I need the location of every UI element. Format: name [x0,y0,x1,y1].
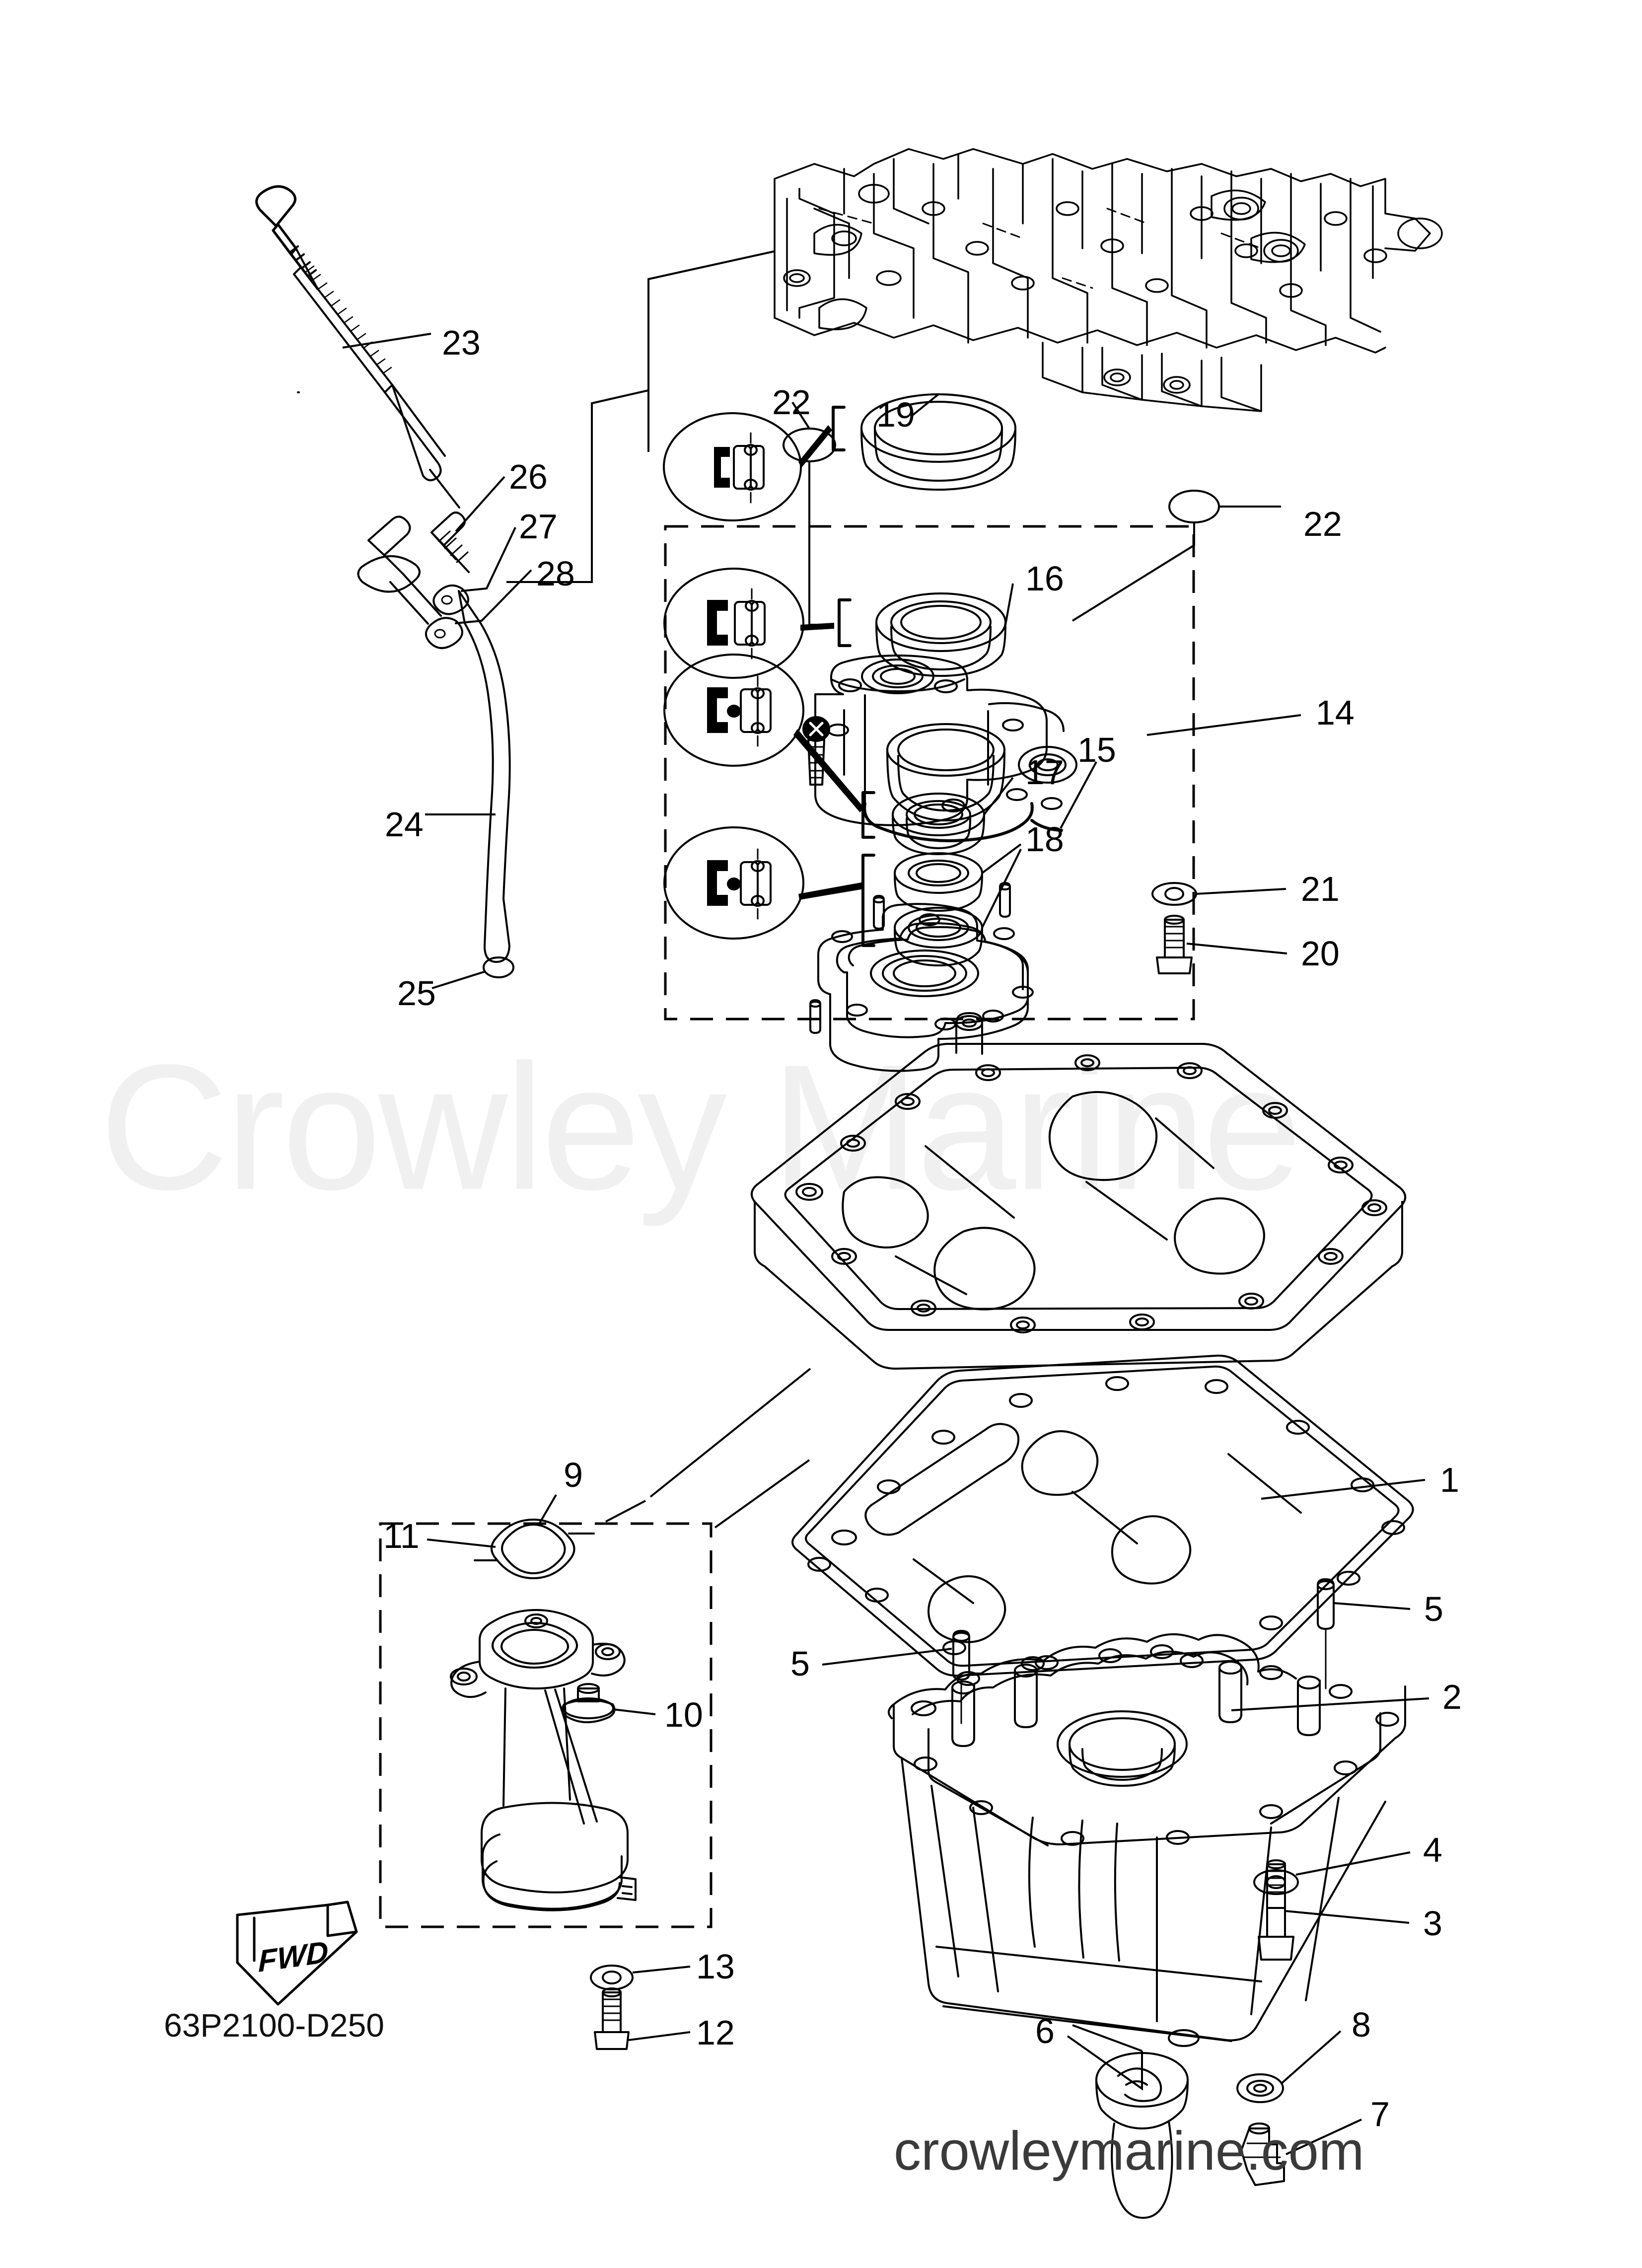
callout-22-upper[interactable]: 22 [772,383,811,422]
strainer-gasket-11 [474,1519,595,1579]
assembly-group-boxes [379,525,1195,1928]
oil-strainer-group-box [379,1522,713,1928]
fwd-arrow-icon [236,1901,358,2006]
seal-bracket-marks [832,406,875,947]
callout-14[interactable]: 14 [1316,693,1355,732]
callout-2[interactable]: 2 [1442,1678,1462,1716]
callout-18[interactable]: 18 [1025,820,1064,859]
callout-21[interactable]: 21 [1301,870,1340,908]
callout-28[interactable]: 28 [536,554,575,593]
callout-15[interactable]: 15 [1077,731,1116,769]
callout-17[interactable]: 17 [1025,753,1064,792]
leader-lines [342,333,1429,2155]
callout-4[interactable]: 4 [1423,1830,1442,1869]
pump-bolt-20 [1156,915,1193,974]
callout-3[interactable]: 3 [1423,1904,1442,1943]
oil-pump-lower-body [809,882,1034,1072]
dipstick-tube-part-24 [458,590,514,978]
strainer-bolt-12 [594,1987,630,2050]
dowel-pin-right-5 [1317,1578,1335,1689]
oil-seal-18-upper [894,852,983,912]
callout-6[interactable]: 6 [1035,2012,1055,2050]
strainer-plug-10 [561,1683,616,1723]
callout-20[interactable]: 20 [1301,934,1340,973]
engine-block-illustration [774,148,1443,412]
callout-27[interactable]: 27 [519,507,558,546]
oil-pump-group-box [664,525,1195,1021]
callout-26[interactable]: 26 [509,457,548,496]
diagram-code: 63P2100-D250 [164,2007,385,2044]
callout-8[interactable]: 8 [1352,2005,1371,2044]
pan-washer-4 [1253,1869,1299,1895]
callout-25[interactable]: 25 [397,974,436,1013]
callout-1[interactable]: 1 [1440,1461,1459,1499]
callout-13[interactable]: 13 [696,1947,735,1986]
plug-screw-7 [1240,2122,1285,2186]
callout-5-left[interactable]: 5 [790,1644,810,1683]
pump-cross-screw [802,716,830,786]
o-ring-22-right [1168,490,1220,523]
callout-24[interactable]: 24 [385,805,424,844]
callout-22-right[interactable]: 22 [1303,505,1342,543]
strainer-washer-13 [590,1965,634,1990]
callout-5-right[interactable]: 5 [1424,1590,1443,1628]
callout-9[interactable]: 9 [564,1456,583,1494]
seal-orientation-detail-bubbles [663,412,804,940]
oil-strainer-part-9 [450,1519,637,1911]
dowel-pin-left-5 [952,1630,970,1724]
oil-pump-upper-housing-15 [814,655,1077,842]
assembly-centerlines [506,250,811,1529]
dipstick-tube-fittings [297,391,488,649]
oil-pan-body-part-2 [888,1633,1406,2047]
o-ring-25 [483,956,514,978]
footer-url: crowleymarine.com [894,2121,1364,2182]
callout-7[interactable]: 7 [1370,2095,1390,2133]
callout-23[interactable]: 23 [442,323,481,362]
callout-12[interactable]: 12 [696,2013,735,2052]
pan-long-bolt-3 [1258,1859,1294,1961]
oil-pan-upper-casting [751,1012,1406,1370]
dipstick-part-23 [255,185,460,509]
callout-16[interactable]: 16 [1025,559,1064,598]
bubble-leader-wedges [793,425,864,900]
pump-washer-21 [1151,882,1197,906]
oil-seal-16 [875,592,1006,677]
callout-19[interactable]: 19 [876,395,915,434]
callout-10[interactable]: 10 [664,1695,703,1734]
sealing-washer-8 [1236,2073,1284,2103]
callout-11[interactable]: 11 [383,1517,420,1555]
